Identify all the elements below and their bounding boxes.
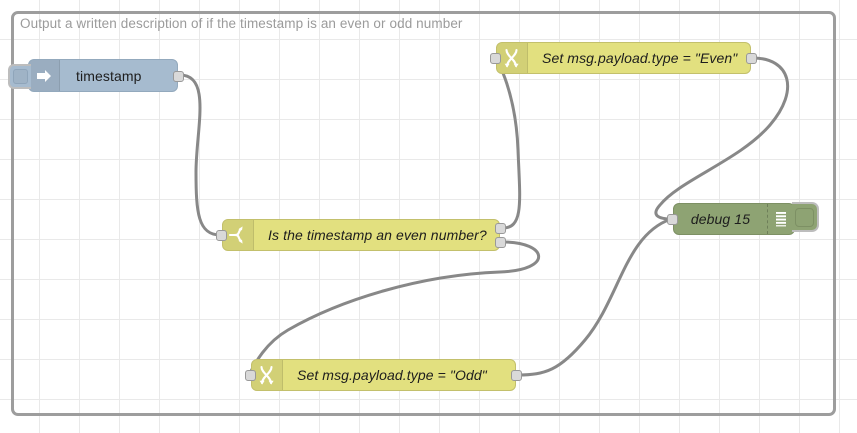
port-in-debug[interactable]: [667, 214, 678, 225]
wire-even-to-debug: [654, 56, 789, 221]
debug-button-square: [795, 207, 814, 227]
port-out-switch-0[interactable]: [495, 223, 506, 234]
port-in-switch[interactable]: [216, 230, 227, 241]
node-change-even-label: Set msg.payload.type = "Even": [542, 50, 738, 66]
port-out-switch-1[interactable]: [495, 237, 506, 248]
node-debug[interactable]: debug 15: [667, 202, 819, 235]
swap-arrows-icon: [497, 43, 528, 73]
swap-arrows-icon: [252, 360, 283, 390]
fork-branch-icon: [223, 220, 254, 250]
port-out-inject[interactable]: [173, 71, 184, 82]
node-change-odd-label: Set msg.payload.type = "Odd": [297, 367, 487, 383]
node-inject-label: timestamp: [76, 67, 142, 84]
node-debug-label: debug 15: [690, 211, 751, 227]
port-in-even[interactable]: [490, 53, 501, 64]
node-switch-label: Is the timestamp an even number?: [268, 227, 487, 243]
port-out-even[interactable]: [746, 53, 757, 64]
debug-lines-icon: [767, 204, 794, 234]
port-out-odd[interactable]: [511, 370, 522, 381]
node-inject-timestamp[interactable]: timestamp: [8, 59, 184, 92]
wire-odd-to-debug: [516, 217, 673, 377]
inject-button-square: [13, 69, 28, 84]
node-change-even[interactable]: Set msg.payload.type = "Even": [490, 42, 757, 74]
debug-toggle-button[interactable]: [792, 202, 819, 232]
inject-trigger-button[interactable]: [8, 64, 31, 89]
node-group-description: Output a written description of if the t…: [20, 16, 463, 31]
wire-switch-to-odd: [247, 240, 541, 377]
wire-switch-to-even: [492, 56, 522, 230]
port-in-odd[interactable]: [245, 370, 256, 381]
wire-inject-to-switch: [178, 73, 222, 237]
arrow-right-icon: [29, 60, 60, 91]
node-change-odd[interactable]: Set msg.payload.type = "Odd": [245, 359, 522, 391]
node-switch-even-check[interactable]: Is the timestamp an even number?: [216, 219, 506, 251]
